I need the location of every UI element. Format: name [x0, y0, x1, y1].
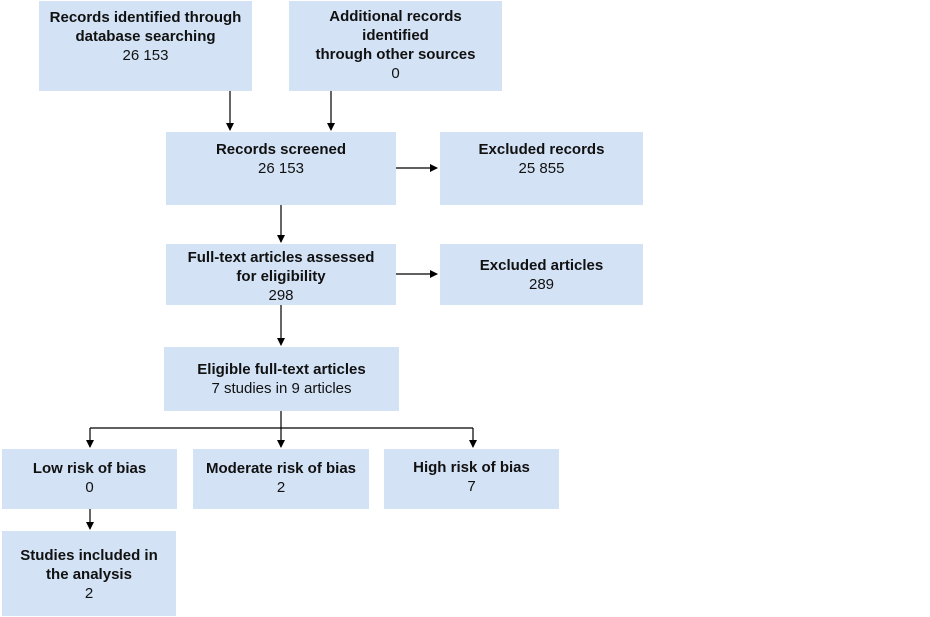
box-value: 26 153: [122, 47, 169, 64]
box-other-sources: Additional records identified through ot…: [289, 1, 502, 91]
box-title: Full-text articles assessed for eligibil…: [187, 249, 375, 285]
box-value: 289: [528, 276, 555, 293]
box-value: 298: [268, 287, 294, 304]
box-title: Studies included in the analysis: [20, 547, 158, 583]
box-title: Low risk of bias: [32, 460, 147, 477]
box-value: 26 153: [258, 160, 304, 177]
box-title: Additional records identified through ot…: [315, 8, 476, 63]
box-title: Excluded records: [478, 141, 605, 158]
box-database-search: Records identified through database sear…: [39, 1, 252, 91]
box-value: 2: [84, 585, 94, 602]
box-title: Moderate risk of bias: [205, 460, 357, 477]
box-eligible: Eligible full-text articles 7 studies in…: [164, 347, 399, 411]
box-title: High risk of bias: [413, 459, 530, 476]
box-value: 0: [391, 65, 400, 82]
box-value: 7: [467, 478, 476, 495]
box-fulltext-assessed: Full-text articles assessed for eligibil…: [166, 244, 396, 305]
box-title: Excluded articles: [479, 257, 604, 274]
box-value: 25 855: [518, 160, 565, 177]
box-excluded-records: Excluded records 25 855: [440, 132, 643, 205]
box-low-risk: Low risk of bias 0: [2, 449, 177, 509]
box-records-screened: Records screened 26 153: [166, 132, 396, 205]
box-title: Eligible full-text articles: [197, 361, 366, 378]
box-title: Records screened: [215, 141, 347, 158]
box-value: 2: [276, 479, 286, 496]
box-value: 7 studies in 9 articles: [211, 380, 352, 397]
box-high-risk: High risk of bias 7: [384, 449, 559, 509]
box-moderate-risk: Moderate risk of bias 2: [193, 449, 369, 509]
box-value: 0: [85, 479, 94, 496]
box-excluded-articles: Excluded articles 289: [440, 244, 643, 305]
box-studies-included: Studies included in the analysis 2: [2, 531, 176, 616]
box-title: Records identified through database sear…: [49, 9, 242, 45]
